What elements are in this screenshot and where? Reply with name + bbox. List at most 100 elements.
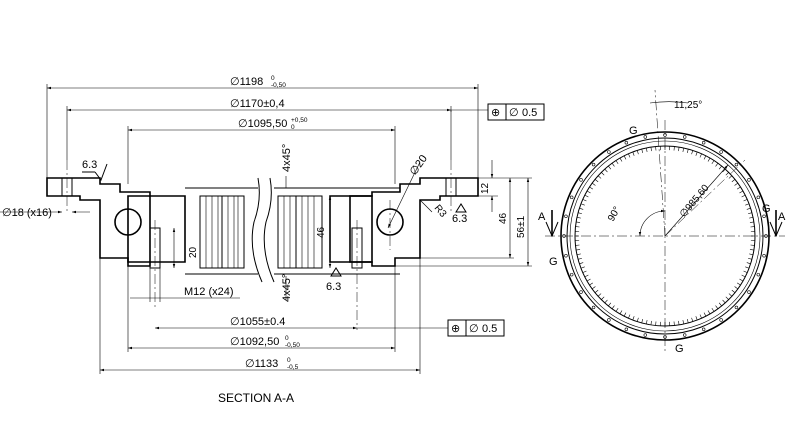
gear-tooth [715,305,719,309]
dim-1092: ∅1092,50 [230,336,279,348]
section-mark-left: A [538,211,546,223]
bolt-hole [747,178,751,182]
svg-text:0: 0 [285,335,289,342]
bolt-hole [643,135,647,139]
gear-tooth [601,296,605,300]
bolt-hole [719,150,723,154]
dim-chamfer-top: 4x45° [281,144,293,172]
gear-tooth [695,151,698,156]
gear-tooth [576,221,581,223]
gear-tooth [608,302,612,307]
svg-text:0: 0 [271,75,275,82]
break-line-right [263,177,275,283]
dim-12: 12 [480,182,491,194]
svg-text:0: 0 [287,357,291,364]
gear-tooth [739,278,744,282]
dim-1170: ∅1170±0,4 [230,98,285,110]
gear-tooth [746,262,751,265]
dim-1095: ∅1095,50 [238,118,287,130]
gear-tooth [731,179,736,183]
gear-tooth [725,296,729,300]
gear-tooth [645,320,648,325]
gear-tooth [728,175,733,179]
bolt-hole [579,290,583,294]
gear-tooth [686,318,689,324]
gear-tooth [682,147,685,152]
roughness-symbols [82,163,467,277]
tolerance-frame-bottom: ⊕ ∅ 0.5 [447,319,505,337]
gear-tooth [691,150,694,155]
gear-tooth [743,199,748,202]
gear-tooth [641,148,644,154]
gear-tooth [579,262,584,265]
gear-tooth [601,172,605,176]
bolt-hole [762,254,766,258]
gear-tooth [749,216,754,219]
rough-right: 6.3 [452,213,467,225]
gear-tooth [577,212,583,215]
svg-text:+0,50: +0,50 [291,117,308,124]
dim-r3: R3 [432,203,449,220]
section-view [46,160,479,330]
gear-tooth [699,314,702,319]
gear-mark-bottom: G [675,343,684,355]
gear-tooth [577,257,583,260]
gear-tooth [695,316,698,321]
gear-tooth [734,286,738,290]
gear-tooth [715,163,719,167]
svg-text:∅: ∅ [469,323,479,335]
dim-thread-m12: M12 (x24) [184,286,234,298]
gear-tooth [641,318,644,324]
gear-teeth-ring [575,146,755,326]
gear-tooth [678,320,680,325]
dim-46-mid: 46 [316,226,327,238]
gear-tooth [604,168,608,173]
gear-tooth [650,147,652,152]
tolerance-frame-top: ⊕ ∅ 0.5 [487,103,545,121]
gear-tooth [722,168,726,173]
gear-teeth-left [199,195,245,269]
gear-tooth [703,155,707,160]
gear-tooth [594,179,599,183]
gear-tooth [734,182,738,186]
gear-tooth [682,320,685,325]
bolt-hole [683,333,687,337]
gear-tooth [589,282,594,286]
gear-mark-right: G [762,203,771,215]
gear-tooth [615,307,619,312]
bolt-hole [564,254,568,258]
gear-tooth [728,293,733,297]
gear-tooth [731,289,736,293]
gear-tooth [725,172,729,176]
bolt-hole [591,162,596,167]
gear-tooth [699,153,702,158]
bolt-hole [734,162,739,167]
gear-tooth [743,270,748,273]
bolt-hole [579,178,583,182]
svg-text:∅: ∅ [509,107,519,119]
rough-bottom: 6.3 [326,281,341,293]
angle-90: 90° [606,205,623,224]
dim-20: 20 [188,246,199,258]
gear-tooth [711,307,715,312]
dim-hole-18: ∅18 (x16) [2,207,52,219]
gear-tooth [579,207,584,210]
bolt-hole [701,140,706,145]
gear-tooth [586,278,591,282]
gear-tooth [707,310,711,315]
gear-tooth [691,317,694,322]
gear-tooth [615,160,619,165]
bolt-hole [591,305,596,310]
gear-tooth [576,249,581,251]
bolt-hole [756,272,761,277]
svg-text:-0,5: -0,5 [287,364,299,371]
dim-1133: ∅1133 [245,358,278,370]
dim-56: 56±1 [516,215,527,238]
gear-tooth [747,257,753,260]
svg-text:-0,50: -0,50 [285,342,300,349]
bolt-hole [734,305,739,310]
gear-tooth [636,317,639,322]
gear-tooth [623,312,627,317]
gear-tooth [749,249,754,251]
